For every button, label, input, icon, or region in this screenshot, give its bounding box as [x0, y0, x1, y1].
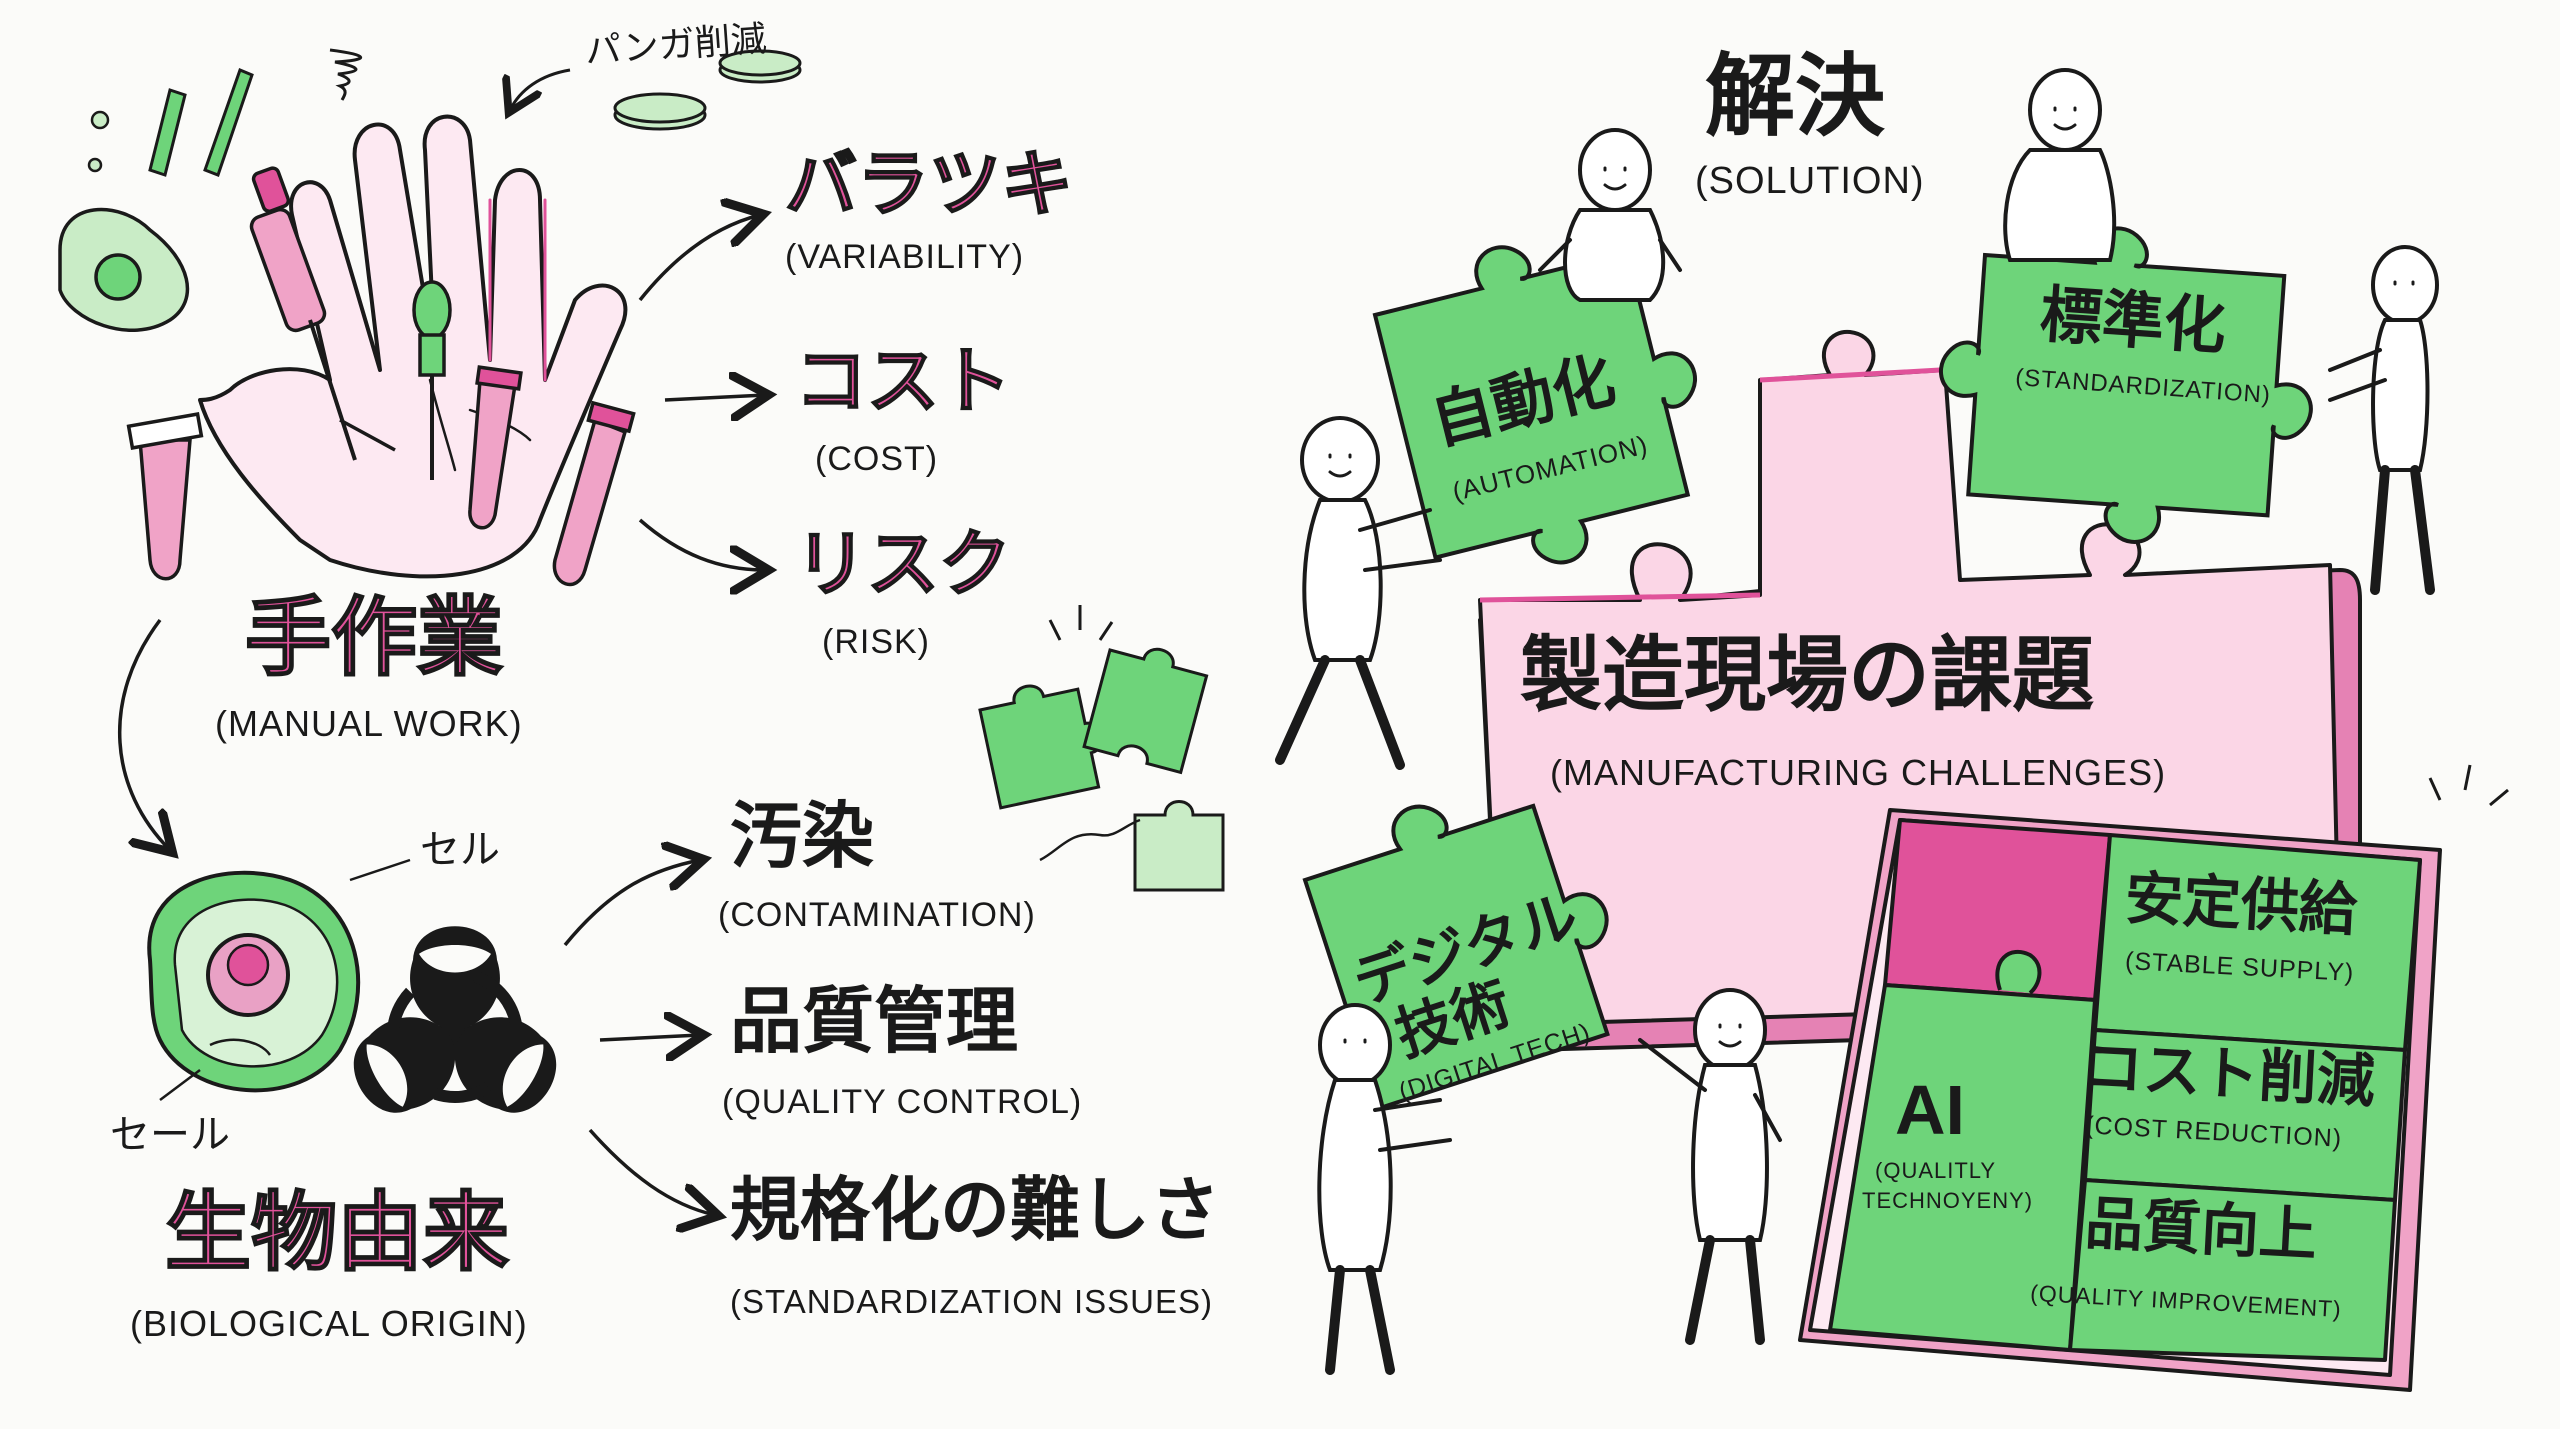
puzzle-piece-icon — [1082, 647, 1209, 775]
standardization-issues-subtitle: (STANDARDIZATION ISSUES) — [730, 1283, 1213, 1320]
stable-supply-title: 安定供給 — [2123, 863, 2359, 945]
solution-board — [1798, 808, 2442, 1392]
manual-work-subtitle: (MANUAL WORK) — [215, 703, 523, 744]
cost-title: コスト — [794, 339, 1012, 423]
contamination-title: 汚染 — [730, 794, 875, 878]
biological-origin-title: 生物由来 — [164, 1183, 510, 1283]
quality-control-subtitle: (QUALITY CONTROL) — [722, 1083, 1083, 1121]
test-tube-icon — [468, 365, 523, 530]
biohazard-icon — [338, 926, 572, 1129]
standardization-title: 標準化 — [2037, 277, 2229, 364]
variability-subtitle: (VARIABILITY) — [785, 238, 1025, 276]
vial-icon — [148, 68, 254, 177]
quality-control-title: 品質管理 — [730, 979, 1019, 1063]
risk-subtitle: (RISK) — [822, 623, 930, 661]
bubble-icon — [87, 157, 103, 173]
arrow-standardization — [588, 1128, 715, 1215]
motion-lines — [2428, 764, 2509, 807]
solution-title: 解決 — [1705, 44, 1885, 149]
annotation-arrow — [510, 68, 571, 110]
person-icon — [1275, 416, 1442, 770]
person-icon — [2328, 245, 2439, 595]
contamination-subtitle: (CONTAMINATION) — [718, 896, 1036, 934]
arrow-cost — [664, 395, 765, 400]
dropper-icon — [412, 280, 452, 480]
cell-pointer — [159, 1069, 201, 1101]
cost-subtitle: (COST) — [815, 440, 939, 478]
swirl-icon — [329, 48, 362, 101]
ai-label: AI — [1895, 1071, 1965, 1149]
risk-title: リスク — [794, 522, 1012, 606]
standardization-issues-title: 規格化の難しさ — [730, 1169, 1220, 1251]
biological-cell-icon — [147, 870, 361, 1093]
cost-reduction-title: コスト削減 — [2083, 1032, 2377, 1116]
person-icon — [2003, 68, 2117, 262]
hand-icon — [198, 114, 628, 579]
petri-dish-icon — [613, 49, 802, 131]
arrow-manual-to-bio — [117, 618, 170, 850]
puzzle-piece-automation — [1372, 245, 1697, 565]
solution-subtitle: (SOLUTION) — [1695, 160, 1925, 202]
puzzle-piece-icon — [978, 684, 1104, 810]
motion-lines — [1039, 818, 1141, 862]
biological-origin-subtitle: (BIOLOGICAL ORIGIN) — [130, 1303, 528, 1344]
arrow-risk — [638, 518, 765, 570]
manual-work-title: 手作業 — [244, 588, 504, 688]
puzzle-piece-standardization — [1938, 226, 2313, 544]
variability-title: バラツキ — [784, 142, 1074, 226]
cell-icon — [58, 207, 190, 332]
challenges-subtitle: (MANUFACTURING CHALLENGES) — [1550, 752, 2167, 793]
cell-label: セール — [110, 1112, 230, 1158]
cell-label: セル — [420, 827, 500, 873]
quality-improvement-title: 品質向上 — [2083, 1188, 2319, 1270]
challenges-title: 製造現場の課題 — [1520, 628, 2095, 723]
bubble-icon — [90, 110, 110, 130]
cell-pointer — [349, 858, 411, 882]
test-tube-icon — [552, 400, 636, 587]
ai-subtitle-1: (QUALITLY — [1875, 1158, 1997, 1183]
person-icon — [1538, 128, 1682, 302]
arrow-contamination — [563, 860, 700, 947]
puzzle-piece-icon — [1133, 800, 1225, 892]
person-icon — [1638, 988, 1782, 1345]
arrow-variability — [638, 215, 760, 302]
pipette-icon — [249, 166, 396, 461]
test-tube-icon — [126, 412, 204, 581]
person-icon — [1317, 1003, 1452, 1375]
ai-subtitle-2: TECHNOYENY) — [1862, 1188, 2034, 1213]
arrow-quality-control — [599, 1035, 700, 1040]
motion-lines — [1048, 605, 1114, 641]
